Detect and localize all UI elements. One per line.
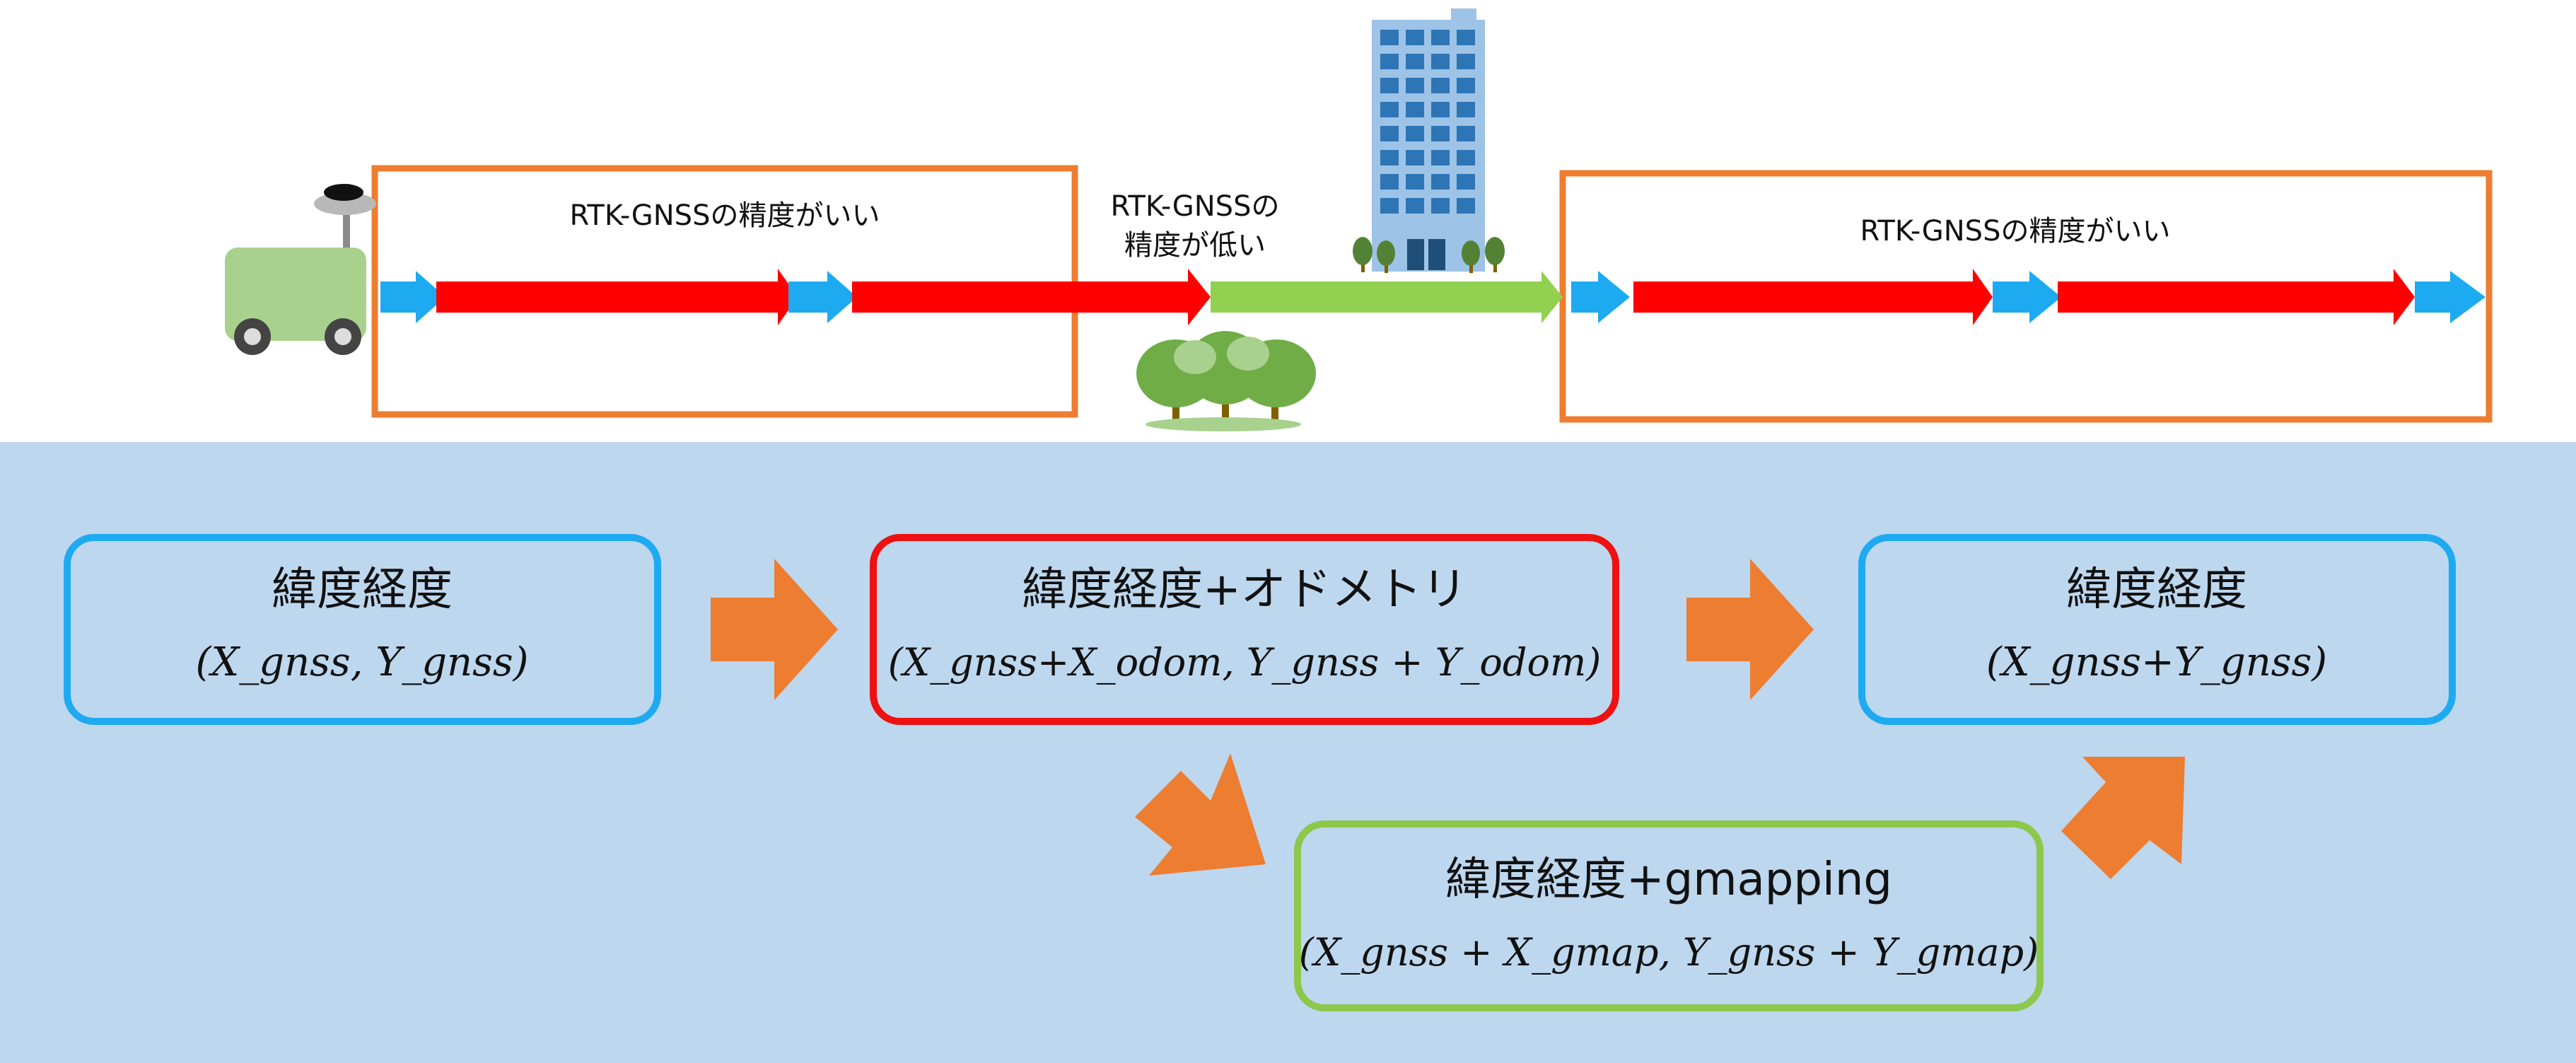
- box-gnss-odometry-title: 緯度経度+オドメトリ: [1022, 564, 1467, 616]
- flow-arrow-gmapping-to-result: [2061, 757, 2185, 879]
- box-gnss-title: 緯度経度: [272, 564, 453, 616]
- top-right-label: RTK-GNSSの精度がいい: [1860, 215, 2171, 248]
- flow-arrow-gnss-to-odometry: [711, 559, 838, 700]
- track-arrow-blue: [1993, 271, 2061, 323]
- robot-cart-icon: [225, 184, 376, 355]
- track-arrow-red: [852, 269, 1211, 325]
- flow-arrow-odometry-to-result: [1686, 559, 1814, 700]
- box-gnss-odometry: [870, 534, 1619, 725]
- box-gnss-odometry-formula: (X_gnss+X_odom, Y_gnss + Y_odom): [888, 640, 1602, 685]
- box-gnss-result-formula: (X_gnss+Y_gnss): [1986, 639, 2327, 685]
- top-left-label: RTK-GNSSの精度がいい: [570, 199, 880, 232]
- middle-label-line2: 精度が低い: [1124, 229, 1266, 262]
- track-arrow-green: [1211, 271, 1563, 323]
- box-gnss-result-title: 緯度経度: [2066, 564, 2247, 616]
- box-gnss-gmapping-formula: (X_gnss + X_gmap, Y_gnss + Y_gmap): [1299, 930, 2039, 975]
- box-gnss: [64, 534, 661, 725]
- box-gnss-gmapping: [1294, 820, 2044, 1011]
- track-arrow-blue: [2415, 271, 2485, 323]
- box-gnss-result: [1858, 534, 2456, 725]
- box-gnss-formula: (X_gnss, Y_gnss): [196, 639, 529, 685]
- track-arrow-blue: [788, 271, 857, 323]
- frame-good-right: [1559, 170, 2493, 423]
- middle-label-line1: RTK-GNSSの: [1111, 190, 1280, 223]
- track-arrow-red: [1633, 269, 1993, 325]
- building-icon: [1353, 8, 1505, 273]
- track-arrow-red: [2058, 269, 2415, 325]
- tree-icon: [1136, 331, 1316, 431]
- track-arrow-blue: [380, 271, 445, 323]
- track: [380, 269, 2485, 325]
- box-gnss-gmapping-title: 緯度経度+gmapping: [1445, 854, 1892, 906]
- track-arrow-blue: [1571, 271, 1630, 323]
- track-arrow-red: [436, 269, 798, 325]
- flow-arrow-odometry-to-gmapping: [1135, 753, 1266, 876]
